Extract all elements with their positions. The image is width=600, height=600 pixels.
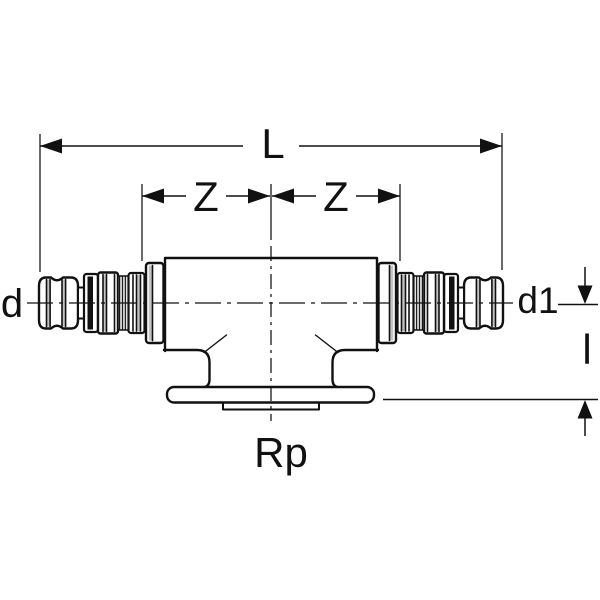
arrowhead-down: [577, 285, 593, 304]
thread-socket-lip: [222, 401, 320, 411]
body-neck-right: [331, 348, 380, 389]
branch-chamfer-left: [203, 334, 228, 354]
label-z-left: Z: [193, 173, 219, 220]
label-diameter-right: d1: [517, 280, 558, 321]
dimension-Z-left: [141, 184, 270, 261]
dimension-l: [383, 267, 598, 436]
arrowhead-left: [40, 138, 62, 154]
arrowhead-left: [272, 188, 294, 204]
labels: L Z Z d d1 l Rp: [1, 120, 592, 476]
arrowhead-right: [248, 188, 270, 204]
label-thread: Rp: [254, 429, 308, 476]
cap-shade-band: [476, 279, 480, 327]
flange-shade-band: [148, 265, 153, 341]
label-branch-length: l: [582, 326, 591, 373]
arrowhead-left: [142, 188, 164, 204]
arrowhead-up: [577, 400, 593, 419]
ring-shade-band: [401, 275, 406, 331]
label-z-right: Z: [323, 173, 349, 220]
dimension-L: [39, 133, 503, 272]
arrowhead-right: [378, 188, 400, 204]
branch-chamfer-right: [314, 334, 339, 354]
label-overall-length: L: [261, 120, 284, 167]
dimensions: [39, 133, 598, 436]
centerlines: [27, 184, 513, 421]
label-diameter-left: d: [1, 282, 23, 326]
flange-shade-band: [389, 265, 394, 341]
body-neck-left: [162, 348, 211, 389]
arrowhead-right: [480, 138, 502, 154]
dimension-Z-right: [272, 184, 401, 261]
cap-shade-band: [62, 279, 66, 327]
ring-shade-band: [136, 275, 141, 331]
